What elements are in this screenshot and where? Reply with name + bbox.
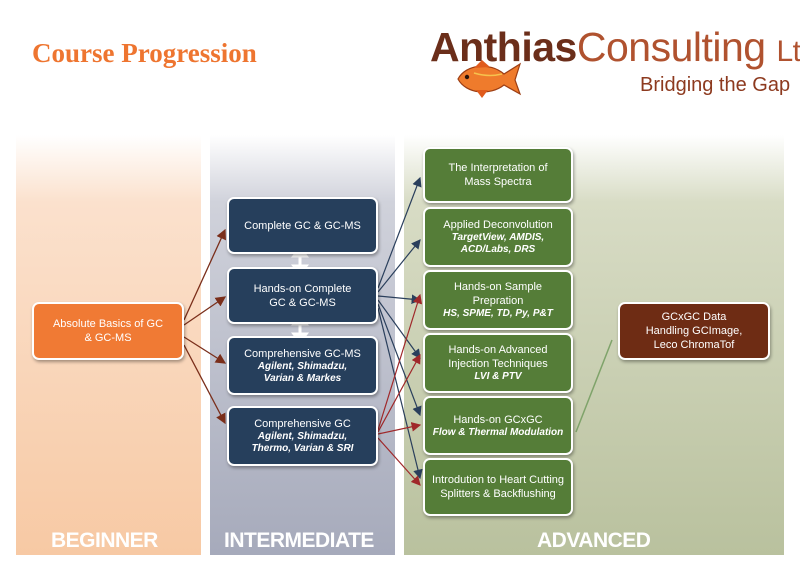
page-title: Course Progression — [32, 38, 257, 68]
comprehensive-gcms-vendors: Agilent, Shimadzu, Varian & Markes — [257, 360, 348, 384]
hands-on-complete-label: Hands-on Complete GC & GC-MS — [253, 282, 352, 309]
complete-gc-label: Complete GC & GC-MS — [244, 219, 361, 232]
comprehensive-gc-box: Comprehensive GC Agilent, Shimadzu, Ther… — [227, 406, 378, 466]
deconvolution-software: TargetView, AMDIS, ACD/Labs, DRS — [451, 232, 545, 255]
absolute-basics-box: Absolute Basics of GC & GC-MS — [32, 302, 184, 360]
absolute-basics-label: Absolute Basics of GC & GC-MS — [52, 318, 164, 344]
gcxgc-box: Hands-on GCxGC Flow & Thermal Modulation — [423, 396, 573, 455]
heart-cutting-box: Introdution to Heart Cutting Splitters &… — [423, 458, 573, 516]
gcxgc-modulation: Flow & Thermal Modulation — [432, 426, 564, 438]
sample-prep-techniques: HS, SPME, TD, Py, P&T — [443, 308, 553, 319]
green-connector — [575, 339, 613, 433]
company-logo: AnthiasConsulting Ltd Bridging the Gap — [418, 14, 800, 114]
mass-spectra-box: The Interpretation of Mass Spectra — [423, 147, 573, 203]
beginner-arrows — [183, 228, 227, 425]
comprehensive-gc-label: Comprehensive GC — [254, 418, 351, 430]
deconvolution-box: Applied Deconvolution TargetView, AMDIS,… — [423, 207, 573, 267]
hands-on-complete-box: Hands-on Complete GC & GC-MS — [227, 267, 378, 324]
data-handling-label: GCxGC Data Handling GCImage, Leco Chroma… — [645, 311, 743, 351]
logo-wordmark: AnthiasConsulting Ltd — [430, 24, 800, 70]
sample-prep-label: Hands-on Sample Prepration — [453, 281, 543, 307]
complete-gc-box: Complete GC & GC-MS — [227, 197, 378, 254]
comprehensive-gcms-label: Comprehensive GC-MS — [244, 347, 361, 360]
comprehensive-gc-vendors: Agilent, Shimadzu, Thermo, Varian & SRI — [251, 431, 354, 454]
comprehensive-gcms-box: Comprehensive GC-MS Agilent, Shimadzu, V… — [227, 336, 378, 395]
data-handling-box: GCxGC Data Handling GCImage, Leco Chroma… — [618, 302, 770, 360]
intermediate-label: INTERMEDIATE — [224, 529, 374, 552]
heart-cutting-label: Introdution to Heart Cutting Splitters &… — [431, 474, 565, 500]
beginner-label: BEGINNER — [51, 529, 158, 552]
logo-tagline: Bridging the Gap — [640, 74, 791, 96]
injection-label: Hands-on Advanced Injection Techniques — [448, 344, 548, 370]
red-arrows — [377, 293, 423, 486]
injection-techniques: LVI & PTV — [474, 371, 522, 382]
fish-icon — [457, 60, 522, 98]
advanced-label: ADVANCED — [537, 529, 651, 552]
sample-prep-box: Hands-on Sample Prepration HS, SPME, TD,… — [423, 270, 573, 330]
deconvolution-label: Applied Deconvolution — [443, 219, 553, 231]
mass-spectra-label: The Interpretation of Mass Spectra — [448, 162, 548, 188]
gcxgc-label: Hands-on GCxGC — [453, 413, 543, 426]
injection-box: Hands-on Advanced Injection Techniques L… — [423, 333, 573, 393]
